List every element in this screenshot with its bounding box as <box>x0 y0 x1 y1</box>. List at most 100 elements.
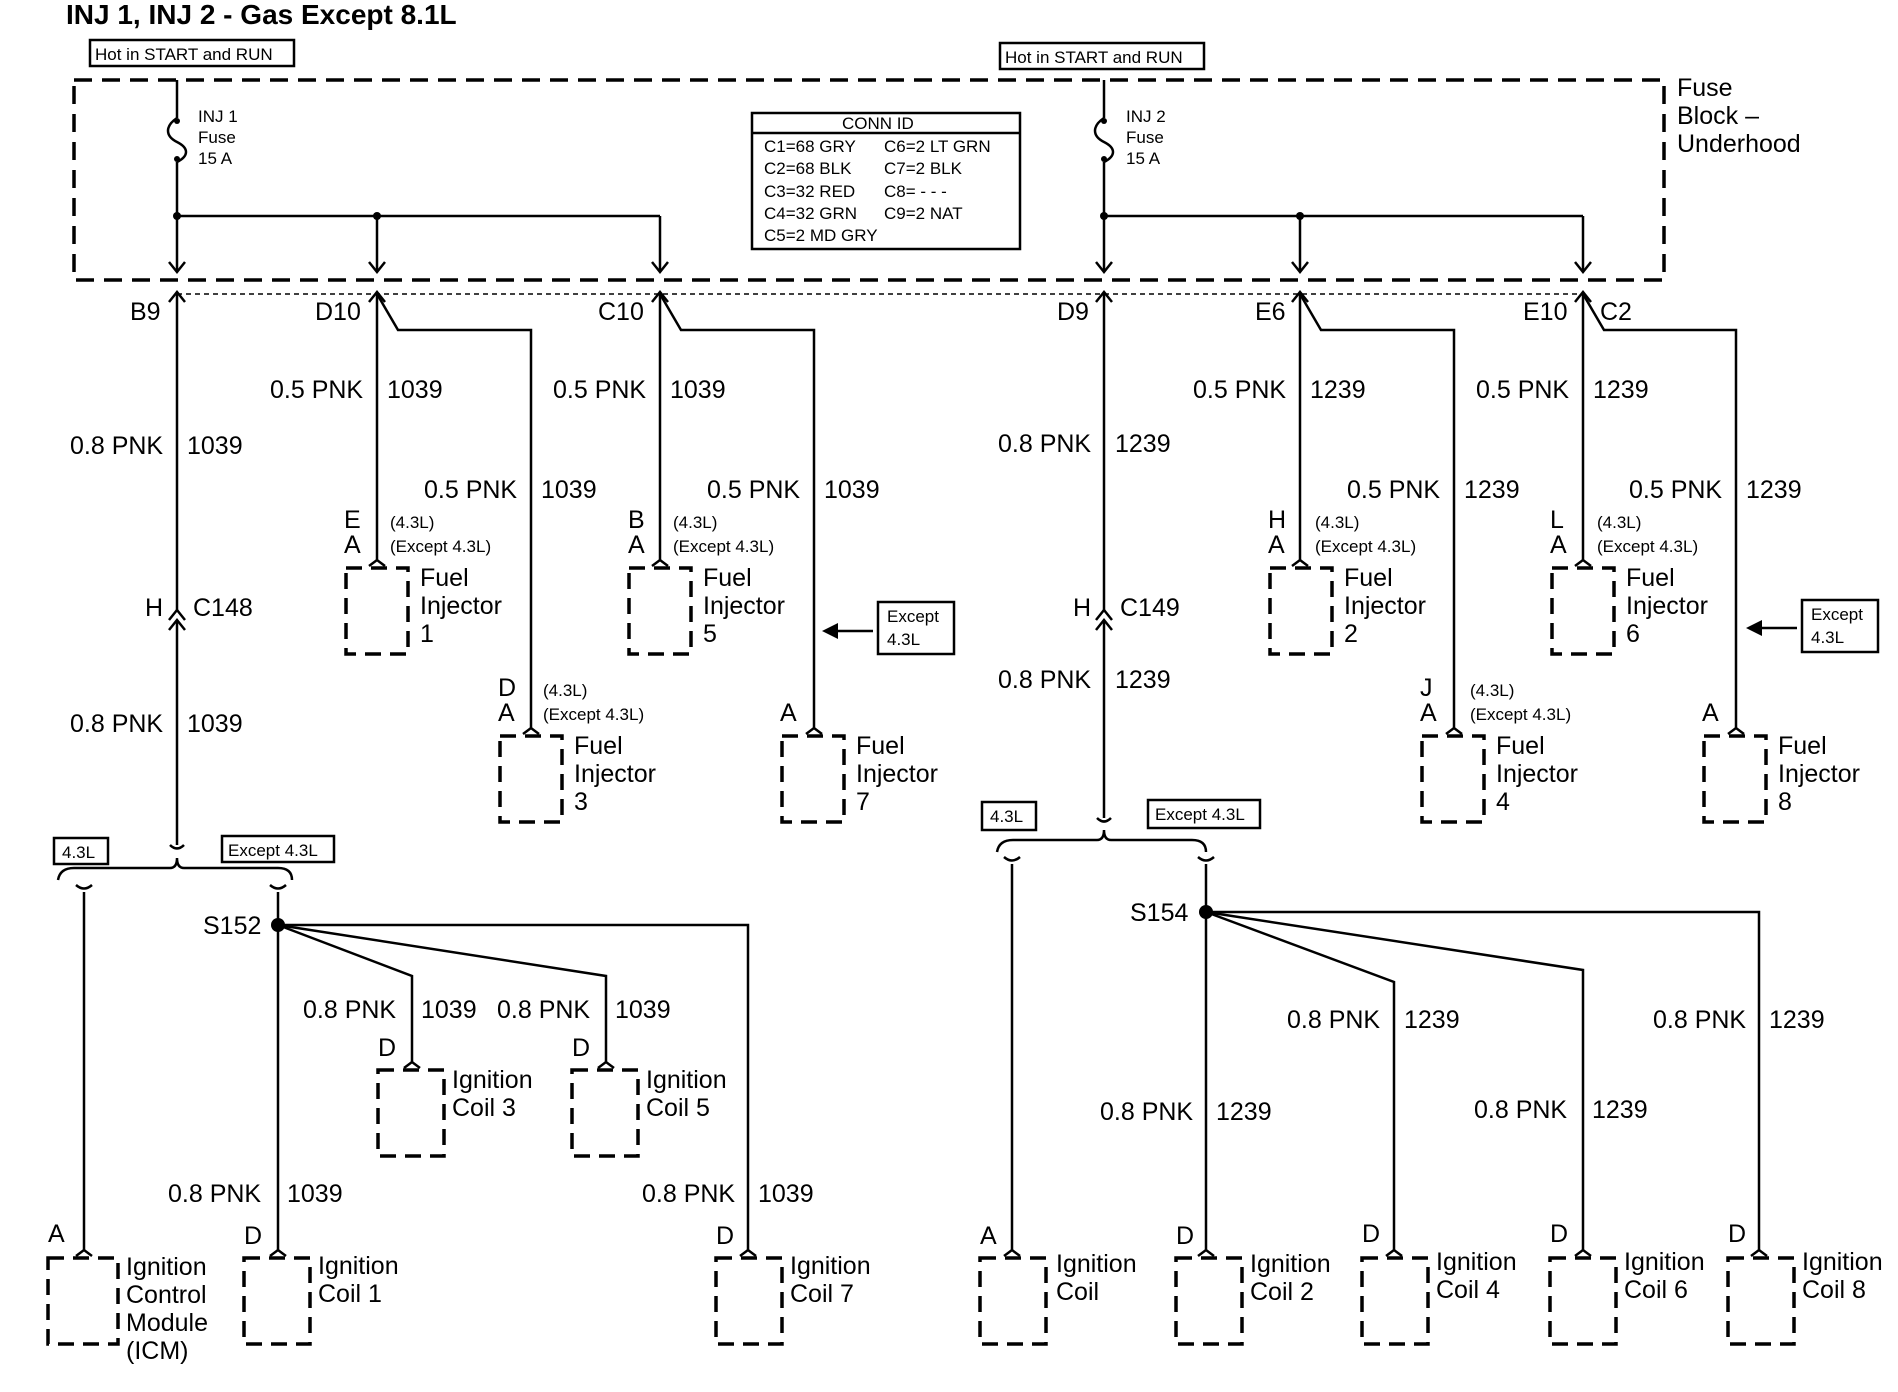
injector-1-label-2: Injector <box>420 592 502 620</box>
wire-label-b9-circuit: 1039 <box>187 432 243 460</box>
wire-label-inj7-circuit: 1039 <box>824 476 880 504</box>
injector-2-label-1: Fuel <box>1344 564 1393 592</box>
s152-label: S152 <box>203 912 261 940</box>
fuse-2-label-1: INJ 2 <box>1126 107 1166 126</box>
hot-label-left: Hot in START and RUN <box>95 45 273 64</box>
coil4-label-2: Coil 4 <box>1436 1276 1500 1304</box>
ignition-coil-2: D Ignition Coil 2 <box>1174 1222 1331 1346</box>
wire-label-coil1-gauge: 0.8 PNK <box>168 1180 261 1208</box>
fuel-injector-7: A Fuel Injector 7 <box>780 699 938 824</box>
diagram-title: INJ 1, INJ 2 - Gas Except 8.1L <box>66 0 457 30</box>
wire-label-d10-gauge: 0.5 PNK <box>270 376 363 404</box>
fuse-block-label-2: Block – <box>1677 102 1759 130</box>
wire-label-inj3-gauge: 0.5 PNK <box>424 476 517 504</box>
coil6-label-1: Ignition <box>1624 1248 1705 1276</box>
wire-label-coil5-circuit: 1039 <box>615 996 671 1024</box>
pin-b9: B9 <box>130 298 161 326</box>
coil8-pin: D <box>1728 1220 1746 1248</box>
wire-label-c149-circuit: 1239 <box>1115 666 1171 694</box>
injector-4-pin-top: J <box>1420 674 1433 702</box>
ignition-control-module: A Ignition Control Module (ICM) <box>46 1220 208 1365</box>
wire-label-coil2-gauge: 0.8 PNK <box>1100 1098 1193 1126</box>
coil3-label-2: Coil 3 <box>452 1094 516 1122</box>
pin-c2: C2 <box>1600 298 1632 326</box>
except-box-left-2: 4.3L <box>887 630 920 649</box>
injector-7-label-2: Injector <box>856 760 938 788</box>
c148-label: C148 <box>193 594 253 622</box>
wire-label-b9-gauge: 0.8 PNK <box>70 432 163 460</box>
conn-id-c7: C7=2 BLK <box>884 159 963 178</box>
hot-label-right: Hot in START and RUN <box>1005 48 1183 67</box>
wire-label-coil7-gauge: 0.8 PNK <box>642 1180 735 1208</box>
pin-c10: C10 <box>598 298 644 326</box>
ignition-coil-1: D Ignition Coil 1 <box>242 1222 399 1346</box>
injector-3-pin-bot: A <box>498 699 515 727</box>
fuse-block-label-1: Fuse <box>1677 74 1733 102</box>
pin-d9: D9 <box>1057 298 1089 326</box>
wire-label-coil4-gauge: 0.8 PNK <box>1287 1006 1380 1034</box>
wire-label-inj7-gauge: 0.5 PNK <box>707 476 800 504</box>
conn-id-header: CONN ID <box>842 114 914 133</box>
coil7-pin: D <box>716 1222 734 1250</box>
coil4-label-1: Ignition <box>1436 1248 1517 1276</box>
injector-2-pin-top: H <box>1268 506 1286 534</box>
wire-label-coil8-circuit: 1239 <box>1769 1006 1825 1034</box>
injector-1-label-1: Fuel <box>420 564 469 592</box>
fuse-1-label-2: Fuse <box>198 128 236 147</box>
wire-label-e6-circuit: 1239 <box>1310 376 1366 404</box>
wire-label-d9-gauge: 0.8 PNK <box>998 430 1091 458</box>
icm-label-4: (ICM) <box>126 1337 188 1365</box>
injector-8-pin-bot: A <box>1702 699 1719 727</box>
except-box-right-1: Except <box>1811 605 1863 624</box>
wire-label-coil7-circuit: 1039 <box>758 1180 814 1208</box>
wire-label-inj4-gauge: 0.5 PNK <box>1347 476 1440 504</box>
variant-box-except-left: Except 4.3L <box>228 841 318 860</box>
injector-8-label-2: Injector <box>1778 760 1860 788</box>
injector-5-pin-bot: A <box>628 531 645 559</box>
injector-6-pin-top: L <box>1550 506 1564 534</box>
coil5-label-1: Ignition <box>646 1066 727 1094</box>
wire-label-inj4-circuit: 1239 <box>1464 476 1520 504</box>
except-box-left-1: Except <box>887 607 939 626</box>
coil5-pin: D <box>572 1034 590 1062</box>
conn-id-c4: C4=32 GRN <box>764 204 857 223</box>
injector-5-variant-1: (4.3L) <box>673 513 717 532</box>
injector-1-variant-1: (4.3L) <box>390 513 434 532</box>
fuse-1-label-1: INJ 1 <box>198 107 238 126</box>
injector-3-label-3: 3 <box>574 788 588 816</box>
wire-label-e6-gauge: 0.5 PNK <box>1193 376 1286 404</box>
injector-5-variant-2: (Except 4.3L) <box>673 537 774 556</box>
coil5-label-2: Coil 5 <box>646 1094 710 1122</box>
injector-3-pin-top: D <box>498 674 516 702</box>
fuel-injector-8: A Fuel Injector 8 <box>1702 699 1860 824</box>
wire-label-coil2-circuit: 1239 <box>1216 1098 1272 1126</box>
injector-3-label-2: Injector <box>574 760 656 788</box>
c149-label: C149 <box>1120 594 1180 622</box>
fuse-2-label-2: Fuse <box>1126 128 1164 147</box>
injector-4-label-3: 4 <box>1496 788 1510 816</box>
coil2-label-1: Ignition <box>1250 1250 1331 1278</box>
ignition-coil-8: D Ignition Coil 8 <box>1726 1220 1883 1346</box>
fuel-injector-5: B A (4.3L) (Except 4.3L) Fuel Injector 5 <box>627 506 785 656</box>
coil3-label-1: Ignition <box>452 1066 533 1094</box>
variant-box-except-right: Except 4.3L <box>1155 805 1245 824</box>
c148-pin: H <box>145 594 163 622</box>
ignition-coil-3: D Ignition Coil 3 <box>376 1034 533 1158</box>
conn-id-c6: C6=2 LT GRN <box>884 137 991 156</box>
injector-2-label-2: Injector <box>1344 592 1426 620</box>
pin-e6: E6 <box>1255 298 1286 326</box>
fuse-1-label-3: 15 A <box>198 149 233 168</box>
wire-label-e10-circuit: 1239 <box>1593 376 1649 404</box>
injector-3-label-1: Fuel <box>574 732 623 760</box>
injector-7-label-1: Fuel <box>856 732 905 760</box>
fuse-2-symbol <box>1093 116 1115 164</box>
variant-box-43-left: 4.3L <box>62 843 95 862</box>
variant-box-43-right: 4.3L <box>990 807 1023 826</box>
wire-label-d10-circuit: 1039 <box>387 376 443 404</box>
wire-label-coil6-gauge: 0.8 PNK <box>1474 1096 1567 1124</box>
injector-6-label-3: 6 <box>1626 620 1640 648</box>
except-arrow-right <box>1746 620 1762 636</box>
fuse-block-boundary <box>72 78 1666 282</box>
coil3-pin: D <box>378 1034 396 1062</box>
